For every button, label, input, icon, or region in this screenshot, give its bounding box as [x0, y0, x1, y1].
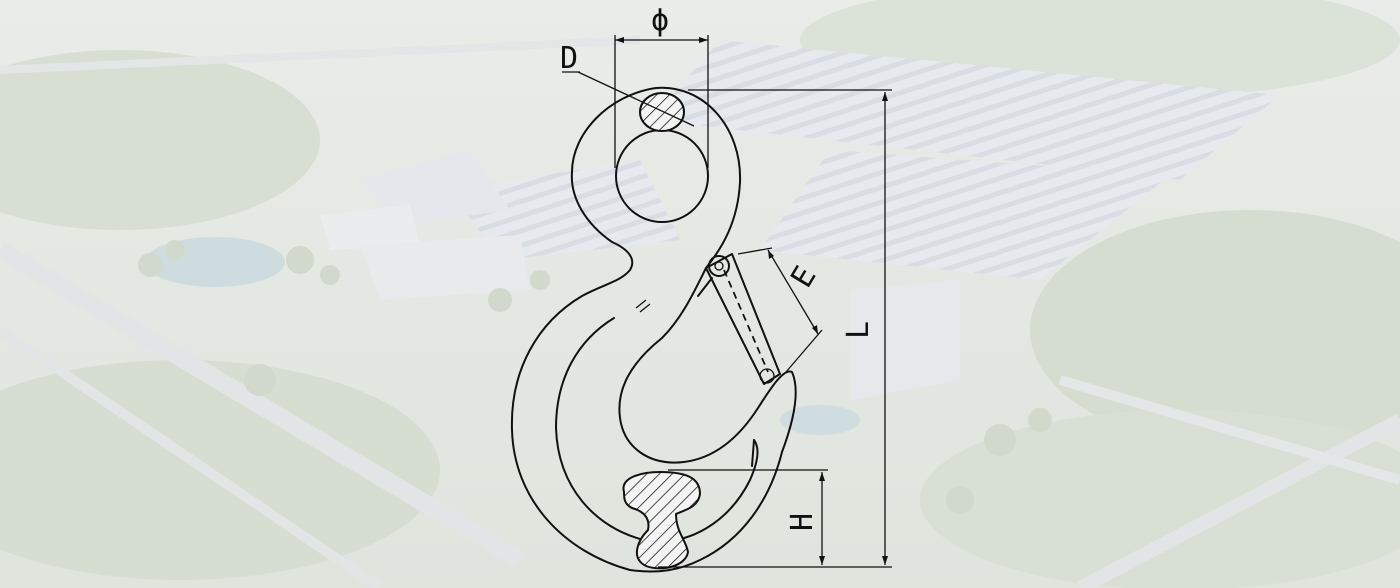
eye-section-d [639, 92, 685, 132]
dimension-phi-label: ϕ [651, 3, 669, 38]
eye-hole [615, 129, 709, 223]
dimension-l-label: L [841, 321, 876, 339]
safety-latch [705, 253, 781, 385]
dimension-e-label: E [784, 260, 823, 294]
latch-pivot [708, 255, 730, 277]
dimension-d-label: D [560, 41, 578, 76]
dimension-h-label: H [785, 513, 820, 531]
hook-groove [555, 317, 759, 543]
throat-section-h [622, 470, 702, 570]
